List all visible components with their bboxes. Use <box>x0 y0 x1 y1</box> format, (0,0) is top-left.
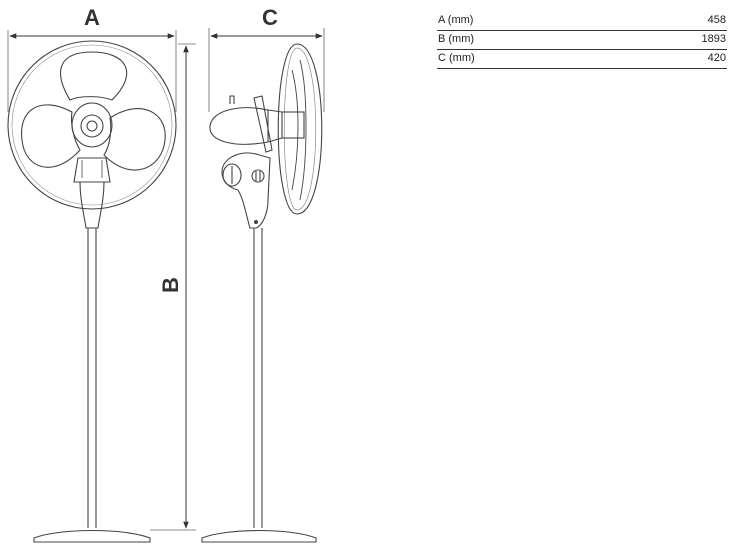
blade-right <box>103 108 166 171</box>
spec-value: 1893 <box>609 30 727 50</box>
spec-value: 458 <box>609 12 727 31</box>
front-base <box>33 530 151 543</box>
fan-dimension-drawing: A B C <box>7 5 325 543</box>
dimension-a-label: A <box>84 5 100 30</box>
table-row: B (mm) 1893 <box>437 30 727 50</box>
spec-label: A (mm) <box>437 12 610 31</box>
dimension-c-label: C <box>262 5 278 30</box>
motor-housing <box>209 107 269 145</box>
blade-left <box>21 104 81 168</box>
dimensions-table: A (mm) 458 B (mm) 1893 C (mm) 420 <box>437 12 727 69</box>
front-view: A B <box>7 5 196 543</box>
spec-label: C (mm) <box>437 49 610 69</box>
blade-top <box>60 51 128 101</box>
side-grille <box>277 43 323 215</box>
spec-value: 420 <box>609 49 727 69</box>
side-base <box>201 530 317 543</box>
dimension-b-label: B <box>158 277 183 293</box>
table-row: A (mm) 458 <box>437 12 727 31</box>
control-body <box>221 152 271 229</box>
side-view: C <box>201 5 325 543</box>
front-grille <box>7 40 177 210</box>
spec-label: B (mm) <box>437 30 610 50</box>
table-row: C (mm) 420 <box>437 49 727 69</box>
speed-knob <box>222 163 242 187</box>
